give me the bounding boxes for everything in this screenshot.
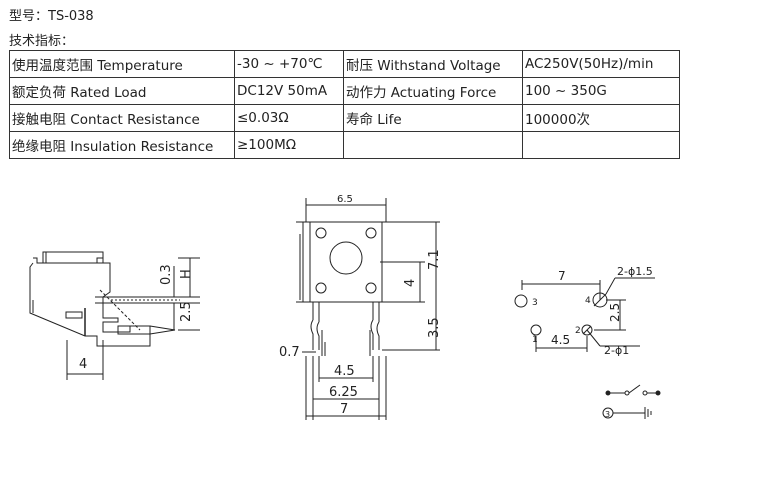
table-cell: 耐压 Withstand Voltage (343, 50, 523, 78)
table-cell: ≤0.03Ω (234, 104, 344, 132)
table-cell: 接触电阻 Contact Resistance (9, 104, 235, 132)
table-cell: 绝缘电阻 Insulation Resistance (9, 131, 235, 159)
table-cell: 使用温度范围 Temperature (9, 50, 235, 78)
front-dim-65: 6.5 (337, 194, 353, 205)
pcb-layout: 7 3 4 2-ϕ1.5 1 2 2-ϕ1 4.5 2.5 (514, 265, 655, 357)
front-dim-71: 7.1 (427, 249, 442, 270)
pcb-dim-7: 7 (558, 269, 566, 283)
side-dim-h: H (179, 269, 194, 279)
front-dim-35: 3.5 (427, 317, 442, 338)
table-cell: 额定负荷 Rated Load (9, 77, 235, 105)
table-cell (522, 131, 680, 159)
pcb-hole-1: 2-ϕ1 (604, 344, 629, 357)
side-dim-4: 4 (79, 357, 87, 372)
spec-table: 使用温度范围 Temperature -30 ~ +70℃ 耐压 Withsta… (9, 50, 680, 159)
switch-schematic: 3 (602, 384, 661, 419)
front-dim-7: 7 (340, 402, 348, 417)
table-cell: DC12V 50mA (234, 77, 344, 105)
pcb-dim-25: 2.5 (608, 303, 622, 322)
table-cell: 100 ~ 350G (522, 77, 680, 105)
table-row: 额定负荷 Rated Load DC12V 50mA 动作力 Actuating… (9, 77, 680, 105)
side-dim-03: 0.3 (159, 264, 174, 285)
front-view: 6.5 7.1 4 3.5 0.7 (279, 194, 442, 420)
schematic-ground-label: 3 (605, 410, 610, 419)
side-dim-25: 2.5 (179, 301, 194, 322)
table-row: 绝缘电阻 Insulation Resistance ≥100MΩ (9, 131, 680, 159)
table-cell (343, 131, 523, 159)
table-cell: AC250V(50Hz)/min (522, 50, 680, 78)
table-row: 使用温度范围 Temperature -30 ~ +70℃ 耐压 Withsta… (9, 50, 680, 78)
pcb-pin-1: 1 (532, 335, 538, 345)
side-view: 0.3 H 2.5 4 (29, 251, 200, 380)
pcb-pin-4: 4 (585, 296, 591, 306)
pcb-hole-15: 2-ϕ1.5 (617, 265, 653, 278)
pcb-pin-3: 3 (532, 298, 538, 308)
model-label: 型号：TS-038 (9, 9, 94, 24)
spec-title: 技术指标： (9, 34, 75, 49)
front-dim-625: 6.25 (329, 385, 358, 400)
table-cell: 动作力 Actuating Force (343, 77, 523, 105)
front-dim-07: 0.7 (279, 345, 300, 360)
table-cell: ≥100MΩ (234, 131, 344, 159)
front-dim-45: 4.5 (334, 364, 355, 379)
front-dim-4: 4 (403, 279, 418, 287)
pcb-dim-45: 4.5 (551, 333, 570, 347)
pcb-pin-2: 2 (575, 326, 581, 336)
